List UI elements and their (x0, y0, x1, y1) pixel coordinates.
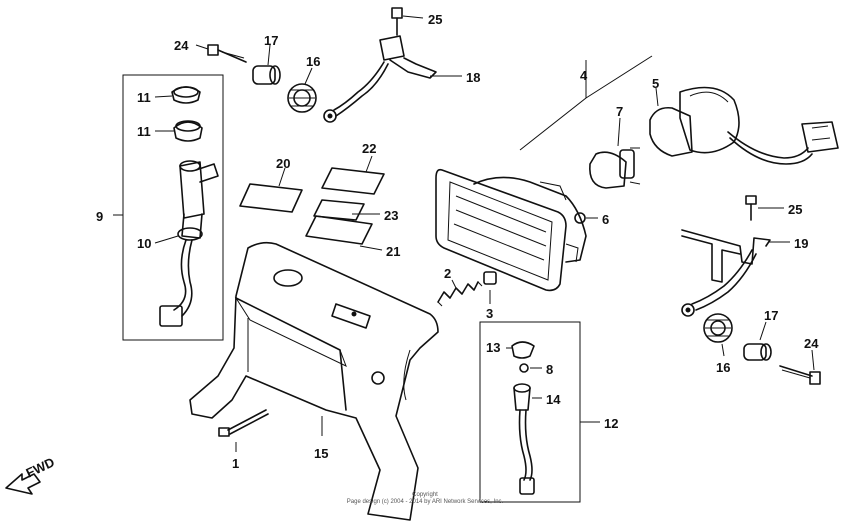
part-13-lens (506, 341, 535, 359)
callout-4: 4 (580, 68, 588, 83)
callout-24-right: 24 (804, 336, 819, 351)
part-16-grommet-top (287, 67, 317, 113)
callout-22: 22 (362, 141, 376, 156)
callout-17-top: 17 (264, 33, 278, 48)
callout-9: 9 (96, 209, 103, 224)
part-11-cap-b (155, 120, 203, 142)
part-7-bulb (589, 117, 641, 189)
callout-17-right: 17 (764, 308, 778, 323)
callout-16-right: 16 (716, 360, 730, 375)
callout-2: 2 (444, 266, 451, 281)
part-24-bolt-right (779, 349, 821, 385)
callout-10: 10 (137, 236, 151, 251)
copyright-line-1: Copyright (412, 492, 438, 498)
fwd-arrow-icon (5, 473, 41, 495)
callout-23: 23 (384, 208, 398, 223)
part-17-collar-right (743, 321, 772, 361)
part-23-decal (313, 199, 380, 221)
callout-20: 20 (276, 156, 290, 171)
fwd-label: FWD (24, 454, 57, 480)
part-11-cap-a (154, 86, 201, 104)
callout-12: 12 (604, 416, 618, 431)
part-19-bracket (681, 229, 790, 317)
part-10-switch (154, 160, 219, 327)
callout-1: 1 (232, 456, 239, 471)
callout-7: 7 (616, 104, 623, 119)
part-6-screw (574, 212, 598, 224)
part-5-socket (649, 86, 839, 165)
callout-24-top: 24 (174, 38, 189, 53)
callout-11-a: 11 (137, 90, 151, 105)
callout-13: 13 (486, 340, 500, 355)
callout-25-top: 25 (428, 12, 442, 27)
part-2-spring (437, 279, 483, 307)
part-4-headlight (435, 168, 587, 292)
callout-5: 5 (652, 76, 659, 91)
part-22-decal (321, 155, 385, 195)
group-box-12 (479, 321, 581, 503)
callout-19: 19 (794, 236, 808, 251)
copyright-line-2: Page design (c) 2004 - 2014 by ARI Netwo… (347, 499, 504, 505)
part-16-grommet-right (703, 313, 733, 357)
callout-16-top: 16 (306, 54, 320, 69)
part-14-socket (513, 383, 542, 495)
part-18-harness-top (323, 35, 462, 123)
part-3-nut (483, 271, 497, 304)
callout-21: 21 (386, 244, 400, 259)
group-box-9 (122, 74, 224, 341)
part-1-bolt (218, 409, 269, 452)
part-8-bulb (519, 363, 542, 373)
callout-25-right: 25 (788, 202, 802, 217)
part-15-cowl (189, 241, 439, 521)
part-21-decal (305, 215, 383, 251)
part-24-bolt-top (195, 44, 247, 63)
leader-4 (519, 55, 653, 151)
part-20-decal (239, 167, 303, 213)
part-17-collar-top (252, 44, 281, 85)
callout-8: 8 (546, 362, 553, 377)
part-25-screw-right (745, 195, 784, 221)
callout-15: 15 (314, 446, 328, 461)
callout-18: 18 (466, 70, 480, 85)
part-25-screw-top (391, 7, 424, 36)
callout-6: 6 (602, 212, 609, 227)
callout-3: 3 (486, 306, 493, 321)
callout-11-b: 11 (137, 124, 151, 139)
callout-14: 14 (546, 392, 561, 407)
